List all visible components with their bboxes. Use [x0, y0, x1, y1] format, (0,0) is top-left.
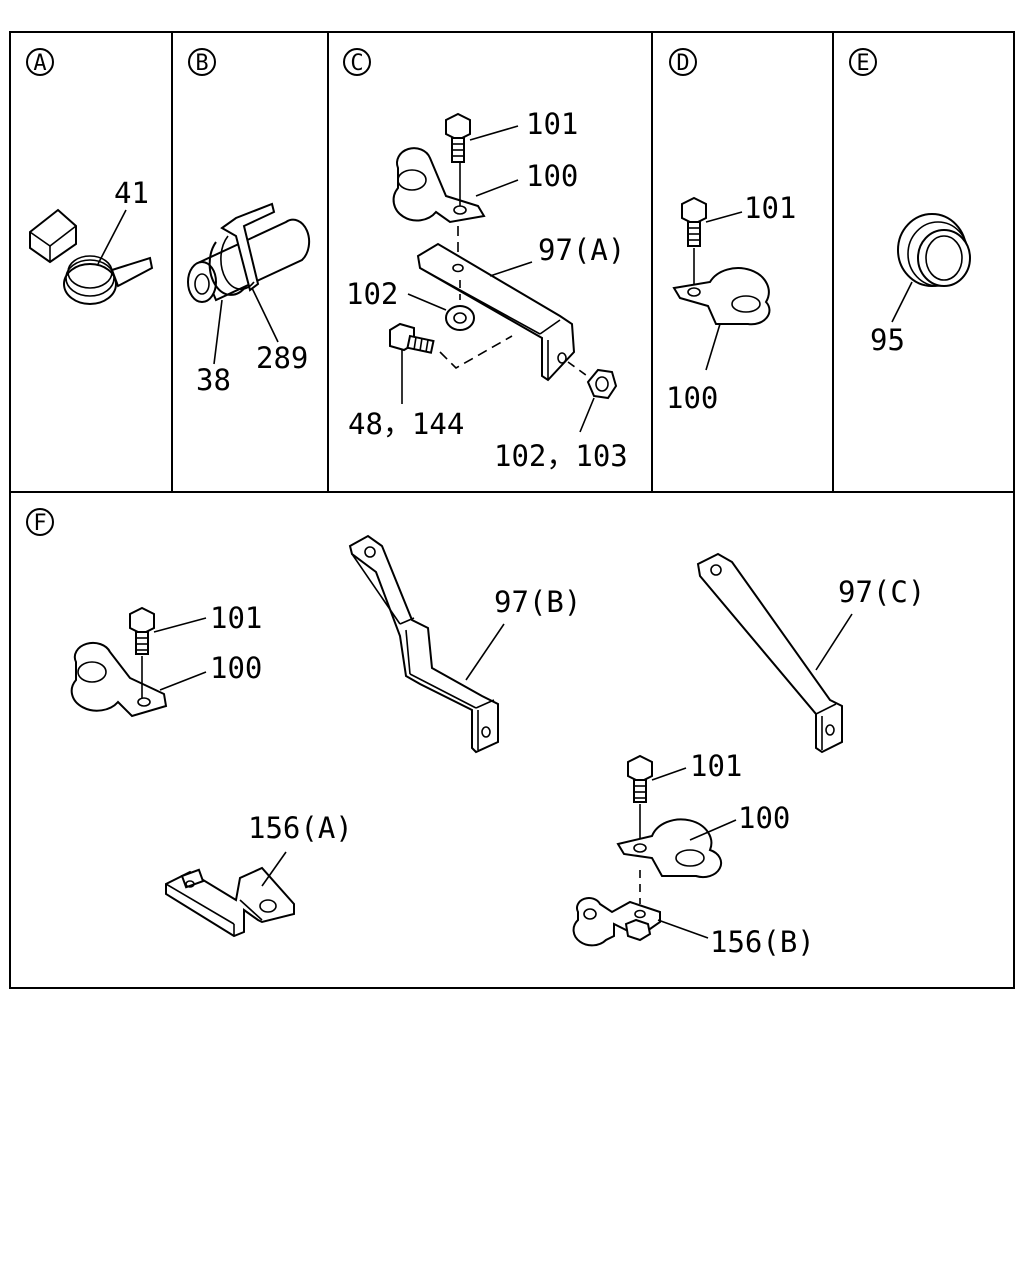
panel-c-bracket-assembly: 101 100 97(A) 102 48，144	[346, 107, 628, 473]
panel-marker-a: A	[26, 48, 54, 76]
part-label: A	[33, 51, 46, 76]
panel-grid	[9, 31, 1015, 989]
part-label: 100	[666, 381, 718, 415]
panel-f-bracket-97b: 97(B)	[348, 534, 581, 754]
part-label: 102	[346, 277, 398, 311]
part-label: 156(B)	[710, 925, 815, 959]
label-38: 38	[196, 363, 231, 397]
part-label: 100	[210, 651, 262, 685]
panel-f-bracket-97c: 97(C)	[696, 552, 925, 754]
panel-marker-d: D	[669, 48, 697, 76]
part-label: E	[856, 51, 869, 76]
part-label: 101	[210, 601, 262, 635]
part-label: 97(C)	[838, 575, 925, 609]
part-label: 48，144	[348, 407, 464, 441]
panel-f-clip-right: 101 100 156(B)	[572, 749, 815, 959]
panel-e-grommet: 95	[870, 213, 971, 357]
part-label: 102，103	[494, 439, 628, 473]
part-label: 101	[690, 749, 742, 783]
part-label: C	[350, 51, 363, 76]
part-label: 100	[738, 801, 790, 835]
label-41: 41	[114, 176, 149, 210]
part-label: 101	[744, 191, 796, 225]
part-label: 156(A)	[248, 811, 353, 845]
part-label: 100	[526, 159, 578, 193]
label-289: 289	[256, 341, 308, 375]
panel-marker-e: E	[849, 48, 877, 76]
panel-f-bracket-156a: 156(A)	[165, 811, 353, 938]
part-label: 101	[526, 107, 578, 141]
part-label: 95	[870, 323, 905, 357]
part-label: F	[33, 511, 46, 536]
panel-b-pipe-clip: 38 289	[187, 202, 311, 397]
part-label: 97(B)	[494, 585, 581, 619]
part-label: 97(A)	[538, 233, 625, 267]
panel-marker-f: F	[26, 508, 54, 536]
part-label: D	[676, 51, 689, 76]
part-label: B	[195, 51, 208, 76]
panel-marker-c: C	[343, 48, 371, 76]
panel-marker-b: B	[188, 48, 216, 76]
panel-f-clip-left: 101 100	[70, 601, 262, 718]
panel-a-hose-clamp: 41	[29, 176, 154, 305]
panel-d-clip-bolt: 101 100	[666, 191, 796, 415]
